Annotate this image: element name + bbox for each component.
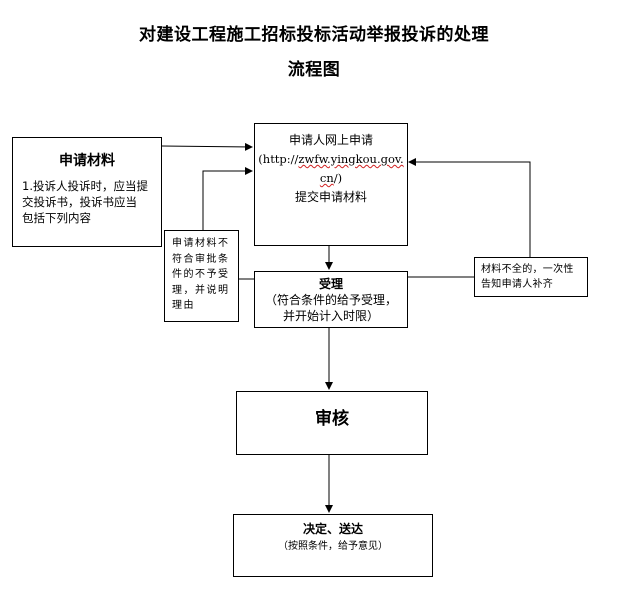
arrow-reject-to-online — [202, 167, 253, 230]
review-box: 审核 — [236, 391, 428, 455]
supplement-line-1: 材料不全的，一次性 — [481, 264, 574, 275]
accept-line-2: 并开始计入时限） — [282, 309, 379, 323]
online-url-domain: zwfw.yingkou.gov. — [298, 152, 404, 166]
reject-line-3: 件的不予受 — [172, 269, 230, 280]
reject-line-1: 申请材料不 — [172, 238, 230, 249]
online-url-prefix: (http:// — [258, 152, 299, 166]
online-url-suffix-b: /) — [333, 171, 343, 185]
online-url-suffix-a: cn — [319, 171, 334, 185]
review-heading: 审核 — [315, 409, 349, 429]
title-line-1: 对建设工程施工招标投标活动举报投诉的处理 — [139, 25, 489, 45]
arrow-materials-to-online — [161, 142, 253, 151]
online-line-1: 申请人网上申请 — [288, 133, 373, 147]
reject-note-box: 申请材料不 符合审批条 件的不予受 理，并说明 理由 — [164, 230, 239, 322]
accept-line-1: （符合条件的给予受理， — [264, 293, 397, 307]
online-line-4: 提交申请材料 — [294, 190, 367, 204]
accept-heading: 受理 — [318, 277, 343, 291]
online-application-box: 申请人网上申请 (http://zwfw.yingkou.gov. cn/) 提… — [254, 123, 408, 246]
title-line-2: 流程图 — [287, 60, 341, 80]
reject-line-5: 理由 — [172, 300, 195, 311]
online-url-suffix-line: cn/) — [255, 170, 407, 187]
supplement-note-box: 材料不全的，一次性 告知申请人补齐 — [474, 257, 588, 297]
materials-heading: 申请材料 — [59, 153, 115, 169]
materials-box: 申请材料 1.投诉人投诉时，应当提 交投诉书，投诉书应当 包括下列内容 — [12, 137, 162, 247]
arrow-supplement-to-online — [408, 158, 531, 257]
reject-line-4: 理，并说明 — [172, 284, 230, 296]
online-url-line: (http://zwfw.yingkou.gov. — [255, 151, 407, 168]
supplement-line-2: 告知申请人补齐 — [481, 279, 554, 290]
reject-line-2: 符合审批条 — [172, 253, 230, 265]
accept-box: 受理 （符合条件的给予受理， 并开始计入时限） — [254, 271, 408, 328]
materials-line-2: 交投诉书，投诉书应当 — [22, 195, 137, 209]
materials-line-3: 包括下列内容 — [22, 211, 91, 225]
decision-heading: 决定、送达 — [302, 522, 363, 536]
decision-box: 决定、送达 （按照条件，给予意见） — [233, 514, 433, 577]
materials-line-1: 1.投诉人投诉时，应当提 — [22, 179, 148, 193]
decision-line-1: （按照条件，给予意见） — [278, 541, 388, 552]
